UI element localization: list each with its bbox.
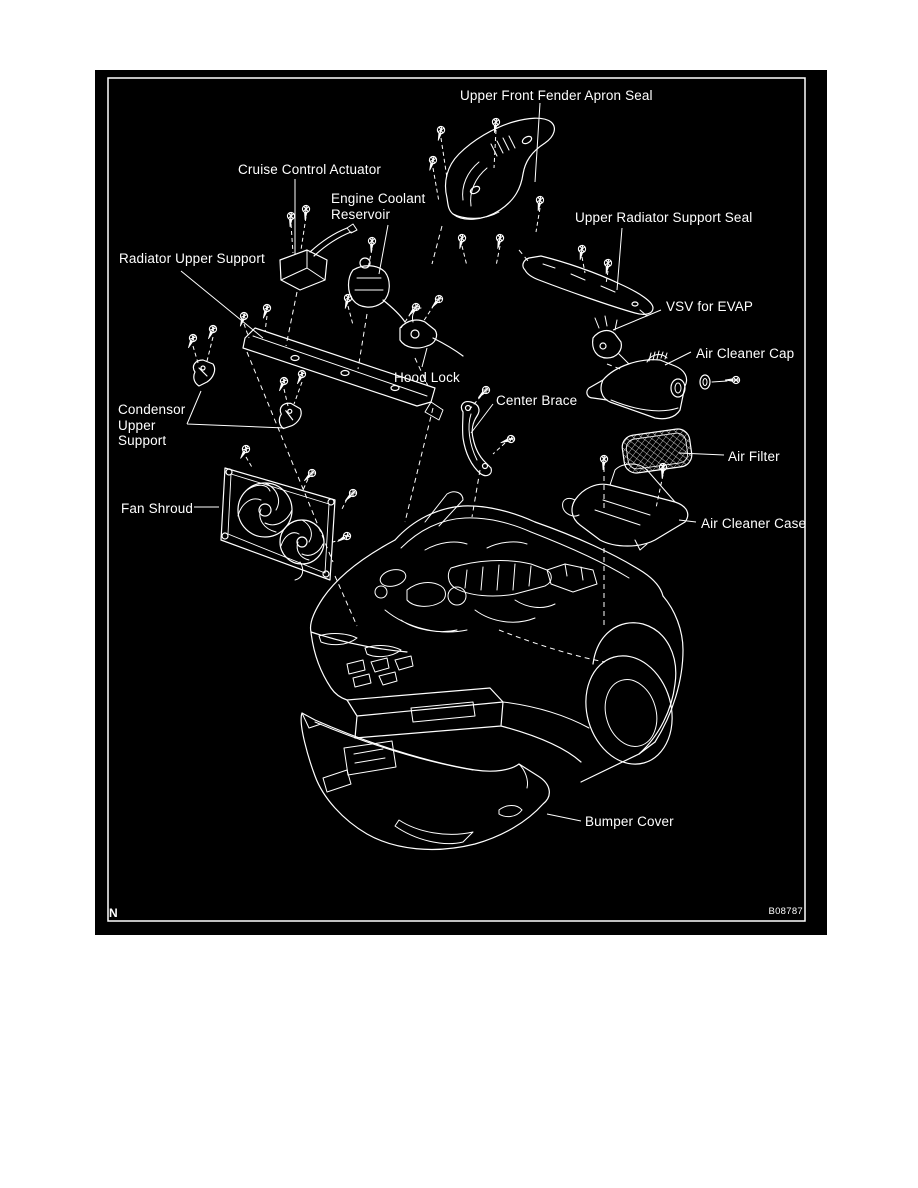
label-vsv-for-evap: VSV for EVAP xyxy=(666,299,754,314)
part-cruise-control-actuator xyxy=(279,223,358,291)
part-vehicle-body xyxy=(309,491,684,783)
part-air-filter xyxy=(621,428,693,474)
label-air-cleaner-cap: Air Cleaner Cap xyxy=(696,346,795,361)
label-radiator-upper-support: Radiator Upper Support xyxy=(119,251,265,266)
part-condensor-upper-support-brackets xyxy=(192,359,303,432)
part-radiator-upper-support xyxy=(242,327,444,421)
corner-mark: N xyxy=(109,906,118,920)
part-vsv-for-evap xyxy=(592,315,630,365)
label-leader-lines xyxy=(180,102,725,822)
label-upper-front-fender-apron-seal: Upper Front Fender Apron Seal xyxy=(460,88,653,103)
label-air-filter: Air Filter xyxy=(728,449,780,464)
part-hood-lock xyxy=(399,307,464,357)
screw-dashed-lines xyxy=(192,129,664,543)
part-upper-radiator-support-seal xyxy=(522,255,654,317)
label-air-cleaner-case: Air Cleaner Case xyxy=(701,516,807,531)
frame-border xyxy=(107,77,806,922)
part-center-brace xyxy=(460,401,492,477)
exploded-parts-diagram: Upper Front Fender Apron Seal Cruise Con… xyxy=(95,70,827,935)
label-fan-shroud: Fan Shroud xyxy=(121,501,194,516)
part-upper-front-fender-apron-seal xyxy=(444,117,555,220)
part-fan-shroud xyxy=(220,467,336,581)
diagram-artwork xyxy=(107,77,806,922)
label-center-brace: Center Brace xyxy=(496,393,578,408)
part-engine-coolant-reservoir xyxy=(347,257,406,323)
label-hood-lock: Hood Lock xyxy=(394,370,460,385)
label-upper-radiator-support-seal: Upper Radiator Support Seal xyxy=(575,210,753,225)
part-air-cleaner-cap xyxy=(586,350,728,420)
label-bumper-cover: Bumper Cover xyxy=(585,814,674,829)
alignment-dashed-lines xyxy=(246,225,624,663)
label-condensor-upper-support: Condensor Upper Support xyxy=(118,402,186,448)
part-air-cleaner-case xyxy=(562,463,689,551)
figure-code: B08787 xyxy=(768,906,803,917)
cap-grommet xyxy=(699,374,711,390)
label-cruise-control-actuator: Cruise Control Actuator xyxy=(238,162,382,177)
part-bumper-cover xyxy=(300,712,550,851)
label-engine-coolant-reservoir: Engine Coolant Reservoir xyxy=(331,191,426,222)
